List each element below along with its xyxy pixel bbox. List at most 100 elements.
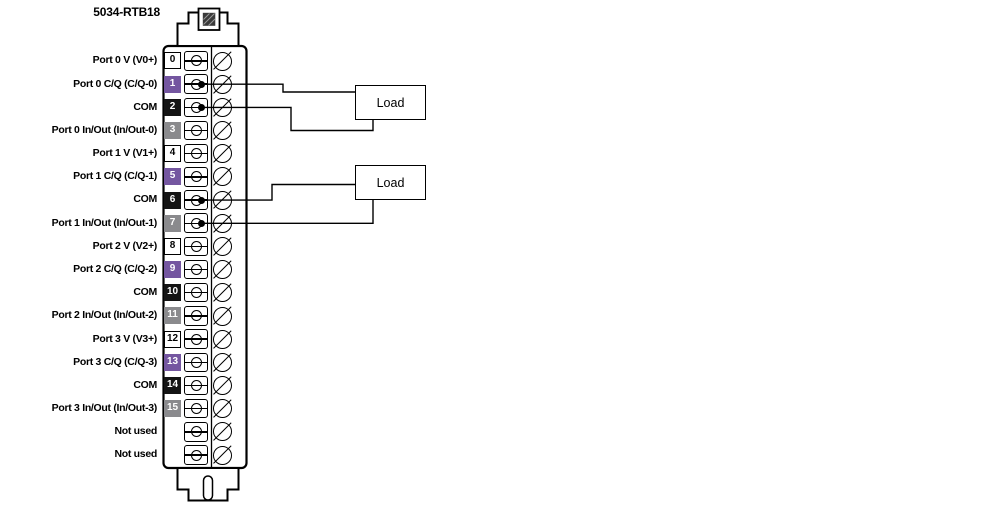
screw-terminal-icon (184, 167, 208, 187)
terminal-label: COM (133, 193, 157, 206)
screw-head (190, 264, 202, 276)
rtb-terminal-icon (213, 399, 232, 419)
screw-terminal-icon (184, 97, 208, 118)
terminal-number-tag: 10 (164, 284, 181, 302)
rtb-terminal-icon (213, 422, 232, 442)
terminal-label: Not used (114, 448, 157, 461)
screw-head (190, 356, 202, 368)
terminal-label: Port 2 C/Q (C/Q-2) (73, 263, 157, 276)
terminal-number-tag: 3 (164, 122, 181, 140)
terminal-number-tag: 8 (164, 237, 181, 255)
terminal-label: Port 0 In/Out (In/Out-0) (51, 123, 158, 136)
terminal-row: Port 3 In/Out (In/Out-3)15 (0, 397, 260, 420)
terminal-label: COM (133, 100, 157, 113)
terminal-number-tag: 2 (164, 98, 181, 116)
terminal-label: Port 1 C/Q (C/Q-1) (73, 170, 157, 183)
rtb-terminal-icon (213, 121, 232, 141)
terminal-slash (213, 237, 232, 256)
rtb-terminal-icon (213, 167, 232, 187)
terminal-label: Port 1 V (V1+) (92, 147, 158, 160)
terminal-row: COM 2 (0, 96, 260, 119)
wire-clamp-dot (197, 196, 205, 204)
terminal-number-tag: 11 (164, 307, 181, 325)
terminal-label: COM (133, 286, 157, 299)
wire-clamp-dot (197, 80, 205, 88)
terminal-slash (213, 306, 232, 326)
screw-terminal-icon (184, 329, 208, 349)
screw-head (190, 333, 202, 345)
terminal-row: Not used (0, 420, 260, 443)
terminal-label: Port 3 C/Q (C/Q-3) (73, 355, 157, 368)
screw-terminal-icon (184, 74, 208, 94)
screw-head (190, 403, 202, 415)
rtb-terminal-icon (213, 306, 232, 326)
terminal-slash (213, 399, 232, 419)
terminal-slash (213, 329, 232, 349)
terminal-number-tag: 6 (164, 191, 181, 209)
bottom-slot-icon (202, 475, 214, 501)
terminal-slash (213, 283, 232, 303)
terminal-row: Port 1 V (V1+)4 (0, 142, 260, 165)
screw-terminal-icon (184, 422, 208, 442)
terminal-slash (213, 376, 232, 395)
terminal-number-tag: 13 (164, 353, 181, 371)
screw-terminal-icon (184, 259, 208, 280)
terminal-slash (213, 190, 232, 210)
screw-head (190, 379, 202, 391)
terminal-slash (213, 144, 232, 164)
terminal-row: Port 3 V (V3+) 12 (0, 328, 260, 351)
terminal-slash (213, 445, 232, 465)
screw-terminal-icon (184, 398, 208, 419)
screw-terminal-icon (184, 375, 208, 396)
screw-head (190, 426, 202, 438)
rtb-terminal-icon (213, 376, 232, 396)
terminal-slash (213, 51, 232, 71)
module-title: 5034-RTB18 (93, 5, 160, 19)
terminal-slash (213, 98, 232, 117)
load-box: Load (355, 85, 426, 120)
rtb-terminal-icon (213, 237, 232, 257)
rtb-terminal-icon (213, 213, 232, 233)
screw-terminal-icon (184, 190, 208, 210)
terminal-label: Port 0 V (V0+) (92, 54, 158, 67)
terminal-row: Port 0 V (V0+) 0 (0, 49, 260, 72)
rtb-terminal-icon (213, 97, 232, 117)
terminal-row: Port 0 In/Out (In/Out-0) 3 (0, 119, 260, 142)
load-box: Load (355, 165, 426, 200)
rtb-terminal-icon (213, 190, 232, 210)
terminal-row: Port 3 C/Q (C/Q-3) 13 (0, 351, 260, 374)
rtb-terminal-icon (213, 51, 232, 71)
terminal-slash (213, 121, 232, 140)
terminal-row: COM 6 (0, 188, 260, 211)
screw-terminal-icon (184, 120, 208, 141)
screw-terminal-icon (184, 306, 208, 326)
rtb-terminal-icon (213, 445, 232, 465)
load-label: Load (376, 175, 405, 190)
terminal-slash (213, 422, 232, 442)
terminal-label: Port 3 In/Out (In/Out-3) (51, 402, 158, 415)
terminal-number-tag: 12 (164, 330, 181, 348)
terminal-number-tag: 0 (164, 52, 181, 70)
terminal-label: Port 2 In/Out (In/Out-2) (51, 309, 158, 322)
screw-head (190, 171, 202, 183)
rtb-terminal-icon (213, 260, 232, 280)
terminal-label: Port 1 In/Out (In/Out-1) (51, 216, 158, 229)
screw-terminal-icon (184, 445, 208, 465)
screw-head (190, 148, 202, 160)
terminal-row: Port 2 V (V2+)8 (0, 235, 260, 258)
rtb-terminal-icon (213, 74, 232, 94)
terminal-number-tag: 9 (164, 261, 181, 279)
screw-terminal-icon (184, 282, 208, 303)
terminal-label: Port 0 C/Q (C/Q-0) (73, 77, 157, 90)
terminal-row: Port 2 In/Out (In/Out-2) 11 (0, 304, 260, 327)
screw-terminal-icon (184, 51, 208, 71)
terminal-row: Not used (0, 443, 260, 466)
terminal-row: COM 10 (0, 281, 260, 304)
terminal-slash (213, 260, 232, 280)
terminal-number-tag: 7 (164, 214, 181, 232)
screw-terminal-icon (184, 213, 208, 233)
latch-hatch-icon (202, 12, 216, 26)
terminal-label: Port 3 V (V3+) (92, 332, 158, 345)
